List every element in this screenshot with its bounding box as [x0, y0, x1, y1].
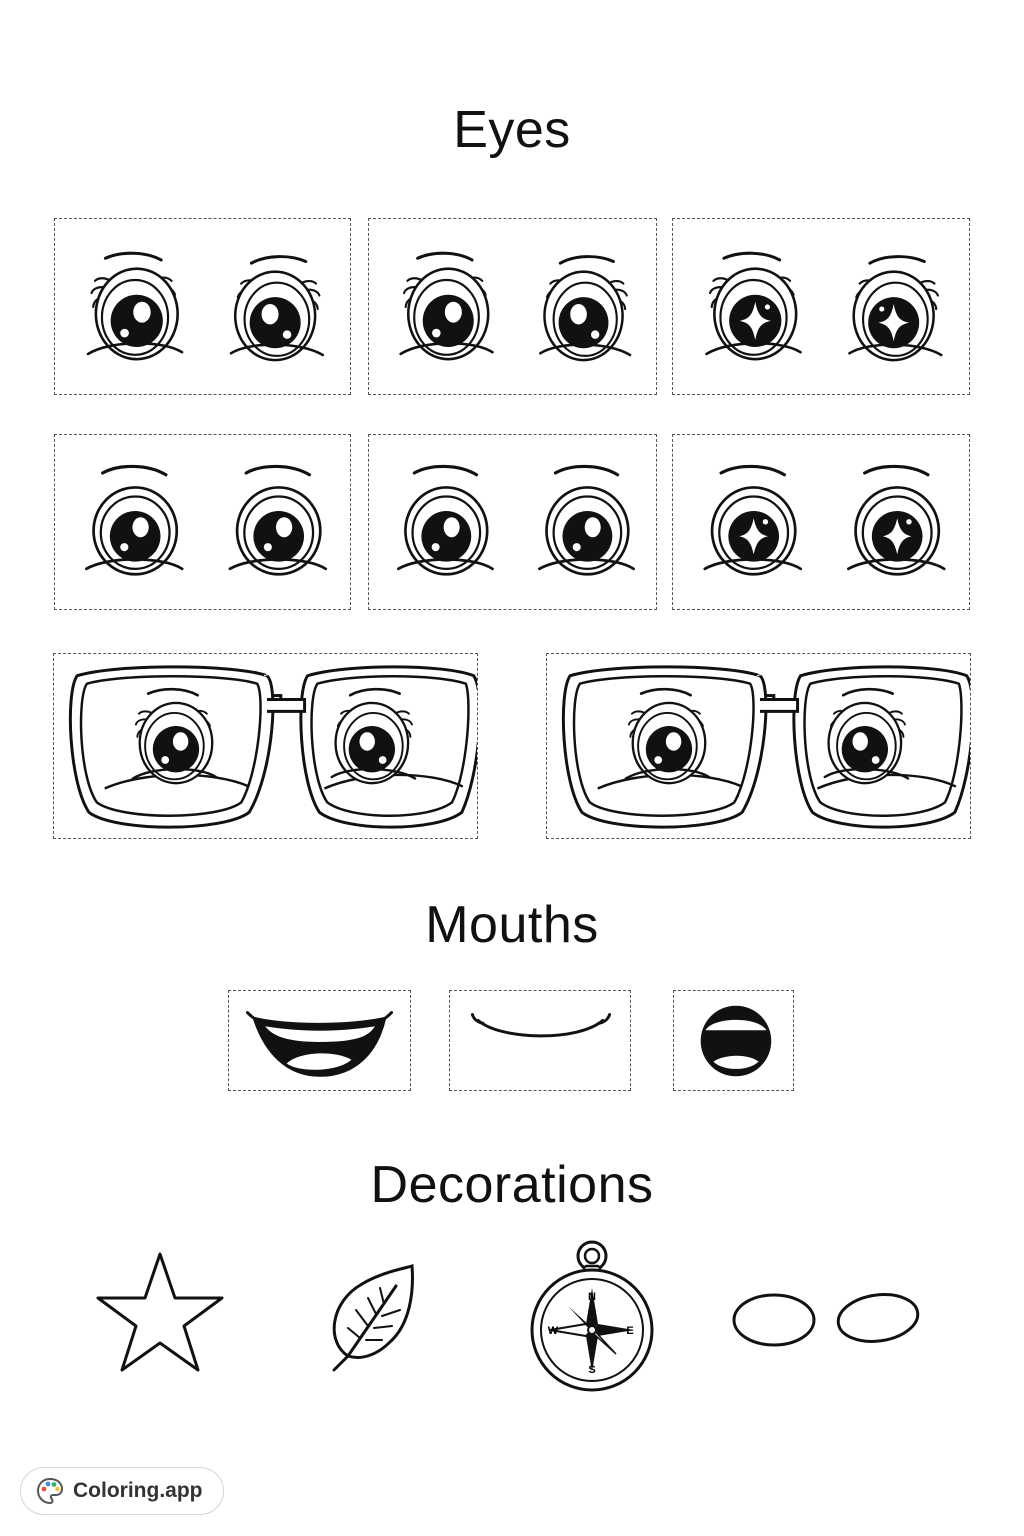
compass-n-label: N [588, 1291, 596, 1303]
oval-cheeks-icon[interactable] [730, 1288, 922, 1350]
coloring-app-badge[interactable]: Coloring.app [20, 1467, 224, 1515]
eyes-title: Eyes [453, 101, 571, 159]
eye-card-sparkle-2[interactable] [672, 434, 970, 610]
badge-label: Coloring.app [73, 1479, 203, 1502]
compass-e-label: E [626, 1325, 633, 1337]
glasses-icon [547, 654, 970, 838]
big-smile-icon [245, 1011, 394, 1077]
compass-s-label: S [588, 1364, 595, 1376]
glasses-card-1[interactable] [53, 653, 478, 839]
compass-icon[interactable]: N S E W [528, 1238, 656, 1392]
mouth-card-thin-smile[interactable] [449, 990, 631, 1091]
compass-w-label: W [548, 1325, 559, 1337]
thin-smile-icon [470, 1013, 612, 1038]
mouth-card-open[interactable] [673, 990, 794, 1091]
eye-card-lashes-2[interactable] [368, 218, 657, 395]
eye-card-plain-2[interactable] [368, 434, 657, 610]
mouth-card-big-smile[interactable] [228, 990, 411, 1091]
eye-card-lashes-1[interactable] [54, 218, 351, 395]
star-icon[interactable] [92, 1248, 228, 1374]
glasses-icon [54, 654, 477, 838]
open-mouth-icon [700, 1005, 772, 1077]
palette-icon [36, 1477, 64, 1505]
leaf-icon[interactable] [326, 1262, 418, 1374]
eye-card-sparkle-1[interactable] [672, 218, 970, 395]
decorations-title: Decorations [370, 1156, 654, 1214]
eyes-plain-icon [55, 435, 350, 609]
eyes-sparkle-icon [673, 219, 969, 394]
eyes-lashes-icon [55, 219, 350, 394]
eye-card-plain-1[interactable] [54, 434, 351, 610]
mouths-title: Mouths [425, 896, 599, 954]
glasses-card-2[interactable] [546, 653, 971, 839]
eyes-plain-icon [369, 435, 656, 609]
eyes-sparkle-icon [673, 435, 969, 609]
eyes-lashes-icon [369, 219, 656, 394]
